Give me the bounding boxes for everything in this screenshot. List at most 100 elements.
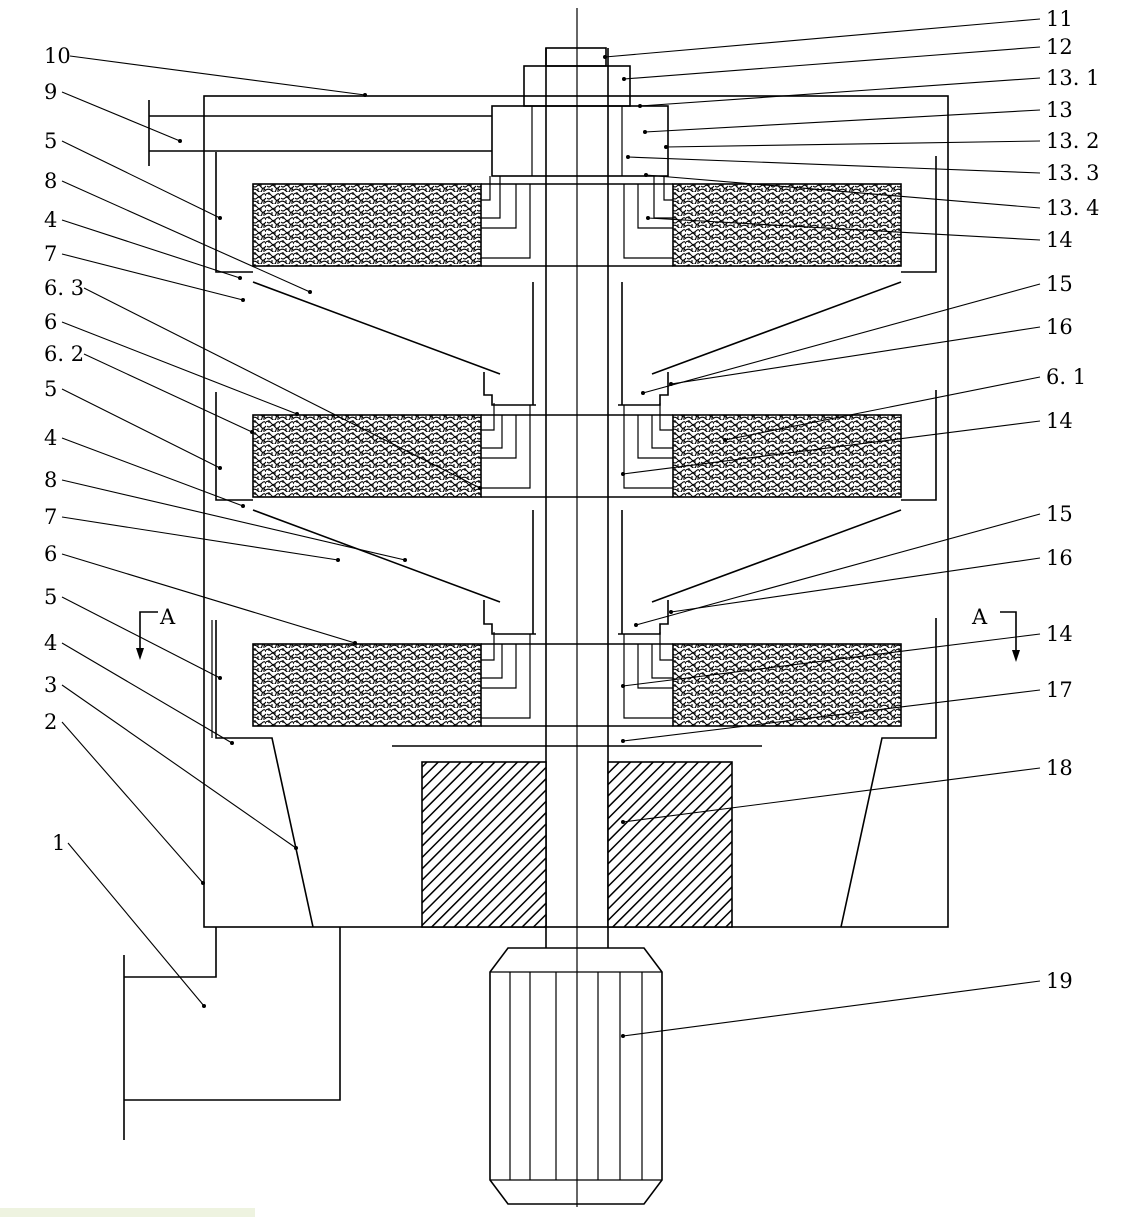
callout-c7b: 7 [44, 505, 340, 562]
callout-labels: 111213. 11313. 213. 313. 41415166. 11415… [44, 7, 1099, 1038]
leader-arrow [723, 438, 727, 442]
callout-c9: 9 [44, 80, 182, 143]
callout-label: 10 [44, 44, 71, 68]
callout-label: 14 [1046, 228, 1073, 252]
leader-arrow [218, 216, 222, 220]
callout-label: 1 [52, 831, 65, 855]
leader-arrow [646, 216, 650, 220]
leader-line [62, 643, 232, 743]
leader-arrow [308, 290, 312, 294]
leader-line [70, 56, 365, 95]
callout-label: 11 [1046, 7, 1073, 31]
callout-label: 16 [1046, 315, 1073, 339]
callout-label: 3 [44, 673, 57, 697]
leader-arrow [295, 412, 299, 416]
leader-arrow [603, 55, 607, 59]
leader-line [628, 157, 1040, 173]
callout-c16b: 16 [669, 546, 1073, 614]
leader-arrow [621, 1034, 625, 1038]
callout-label: 4 [44, 426, 57, 450]
leader-line [62, 389, 220, 468]
callout-label: 12 [1046, 35, 1073, 59]
leader-arrow [202, 1004, 206, 1008]
rotor [608, 762, 732, 927]
leader-arrow [638, 104, 642, 108]
leader-arrow [363, 93, 367, 97]
callout-c6b: 6 [44, 542, 357, 645]
callout-label: 13. 4 [1046, 196, 1099, 220]
leader-arrow [294, 846, 298, 850]
callout-label: 9 [44, 80, 57, 104]
callout-label: 18 [1046, 756, 1073, 780]
leader-arrow [664, 145, 668, 149]
filter-disc [253, 415, 481, 497]
leader-line [62, 722, 203, 883]
leader-arrow [669, 382, 673, 386]
leader-arrow [621, 472, 625, 476]
callout-label: 15 [1046, 272, 1073, 296]
leader-arrow [336, 558, 340, 562]
leader-line [62, 517, 338, 560]
callout-c19: 19 [621, 969, 1073, 1038]
leader-line [666, 141, 1040, 147]
leader-line [671, 327, 1040, 384]
callout-label: 7 [44, 505, 57, 529]
callout-c10: 10 [44, 44, 367, 97]
filter-disc [673, 644, 901, 726]
callout-label: 4 [44, 631, 57, 655]
callout-label: 5 [44, 585, 57, 609]
callout-c1: 1 [52, 831, 206, 1008]
callout-c4b: 4 [44, 426, 245, 508]
callout-label: 14 [1046, 409, 1073, 433]
callout-label: 5 [44, 377, 57, 401]
callout-label: 6. 1 [1046, 365, 1086, 389]
callout-c4a: 4 [44, 208, 242, 280]
callout-label: 6. 2 [44, 342, 84, 366]
section-mark-right: A [971, 605, 1020, 662]
filter-disc [253, 184, 481, 266]
leader-arrow [641, 391, 645, 395]
callout-label: 8 [44, 169, 57, 193]
leader-line [605, 19, 1040, 57]
callout-c15a: 15 [641, 272, 1073, 395]
leader-line [62, 554, 355, 643]
leader-arrow [241, 504, 245, 508]
callout-label: 6. 3 [44, 276, 84, 300]
callout-c13_2: 13. 2 [664, 129, 1099, 153]
callout-label: 17 [1046, 678, 1073, 702]
callout-label: 6 [44, 542, 57, 566]
leader-line [671, 558, 1040, 612]
leader-arrow [478, 486, 482, 490]
motor [490, 948, 662, 1204]
callout-label: 8 [44, 468, 57, 492]
leader-arrow [621, 684, 625, 688]
leader-line [645, 110, 1040, 132]
callout-label: 5 [44, 129, 57, 153]
callout-label: 13 [1046, 98, 1073, 122]
leader-arrow [621, 820, 625, 824]
svg-text:A: A [971, 605, 988, 629]
svg-text:A: A [159, 605, 176, 629]
leader-arrow [669, 610, 673, 614]
leader-arrow [622, 77, 626, 81]
leader-line [623, 981, 1040, 1036]
leader-line [62, 141, 220, 218]
callout-label: 13. 3 [1046, 161, 1099, 185]
callout-c2: 2 [44, 710, 205, 885]
callout-label: 2 [44, 710, 57, 734]
leader-arrow [218, 676, 222, 680]
leader-arrow [230, 741, 234, 745]
leader-arrow [250, 430, 254, 434]
leader-arrow [626, 155, 630, 159]
bearing-housing [492, 106, 668, 176]
rotor [422, 762, 546, 927]
outlet-pipe [124, 927, 340, 1140]
callout-label: 14 [1046, 622, 1073, 646]
leader-arrow [644, 173, 648, 177]
leader-arrow [643, 130, 647, 134]
callout-label: 16 [1046, 546, 1073, 570]
leader-arrow [353, 641, 357, 645]
leader-arrow [621, 739, 625, 743]
filter-disc [253, 644, 481, 726]
